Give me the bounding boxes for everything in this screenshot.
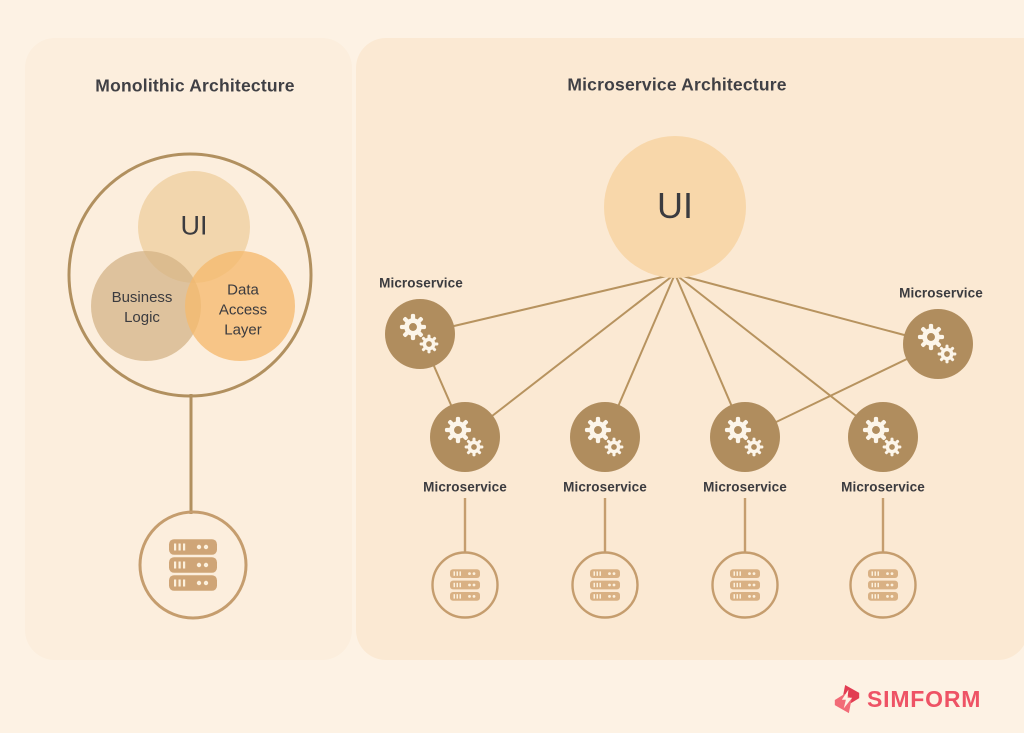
monolithic-title: Monolithic Architecture bbox=[95, 75, 295, 96]
microservice-label-4: Microservice bbox=[841, 479, 925, 495]
line-ui-ms-1 bbox=[464, 273, 676, 438]
database-icon bbox=[450, 569, 480, 601]
monolith-venn bbox=[91, 171, 295, 361]
data-access-label: Data Access Layer bbox=[218, 281, 268, 338]
monolith-db-ring bbox=[138, 510, 248, 620]
venn-business-logic-circle bbox=[91, 251, 201, 361]
line-msright-ms3 bbox=[744, 343, 939, 438]
ms-db-connectors bbox=[463, 498, 885, 552]
line-ui-ms-4 bbox=[674, 273, 884, 438]
monolith-boundary-circle bbox=[67, 152, 313, 398]
simform-logo-icon bbox=[834, 684, 860, 714]
database-icon bbox=[169, 539, 217, 591]
monolithic-panel bbox=[25, 38, 352, 660]
microservice-label-right: Microservice bbox=[899, 285, 983, 301]
microservice-diagram bbox=[385, 136, 973, 619]
monolith-ui-label: UI bbox=[180, 210, 208, 241]
brand-name: SIMFORM bbox=[867, 685, 982, 712]
database-icon bbox=[868, 569, 898, 601]
microservice-node-left bbox=[385, 299, 455, 369]
microservice-title: Microservice Architecture bbox=[567, 74, 787, 95]
microservice-node-3 bbox=[710, 402, 780, 472]
line-ui-ms-left bbox=[419, 273, 676, 335]
line-ui-ms-right bbox=[674, 273, 939, 345]
venn-data-access-circle bbox=[185, 251, 295, 361]
database-icon bbox=[590, 569, 620, 601]
microservice-node-right bbox=[903, 309, 973, 379]
bottom-margin bbox=[0, 733, 1024, 741]
microservice-node-4 bbox=[848, 402, 918, 472]
ui-circle bbox=[604, 136, 746, 278]
business-logic-label: Business Logic bbox=[111, 289, 173, 326]
microservice-ui-label: UI bbox=[657, 185, 693, 226]
microservice-label-2: Microservice bbox=[563, 479, 647, 495]
monolith-diagram bbox=[67, 152, 313, 620]
microservice-label-3: Microservice bbox=[703, 479, 787, 495]
microservice-label-1: Microservice bbox=[423, 479, 507, 495]
database-icon bbox=[730, 569, 760, 601]
ms-db-rings bbox=[431, 551, 917, 619]
brand-logo: SIMFORM bbox=[832, 684, 981, 714]
microservice-label-left: Microservice bbox=[379, 275, 463, 291]
microservice-node-2 bbox=[570, 402, 640, 472]
microservice-node-1 bbox=[430, 402, 500, 472]
